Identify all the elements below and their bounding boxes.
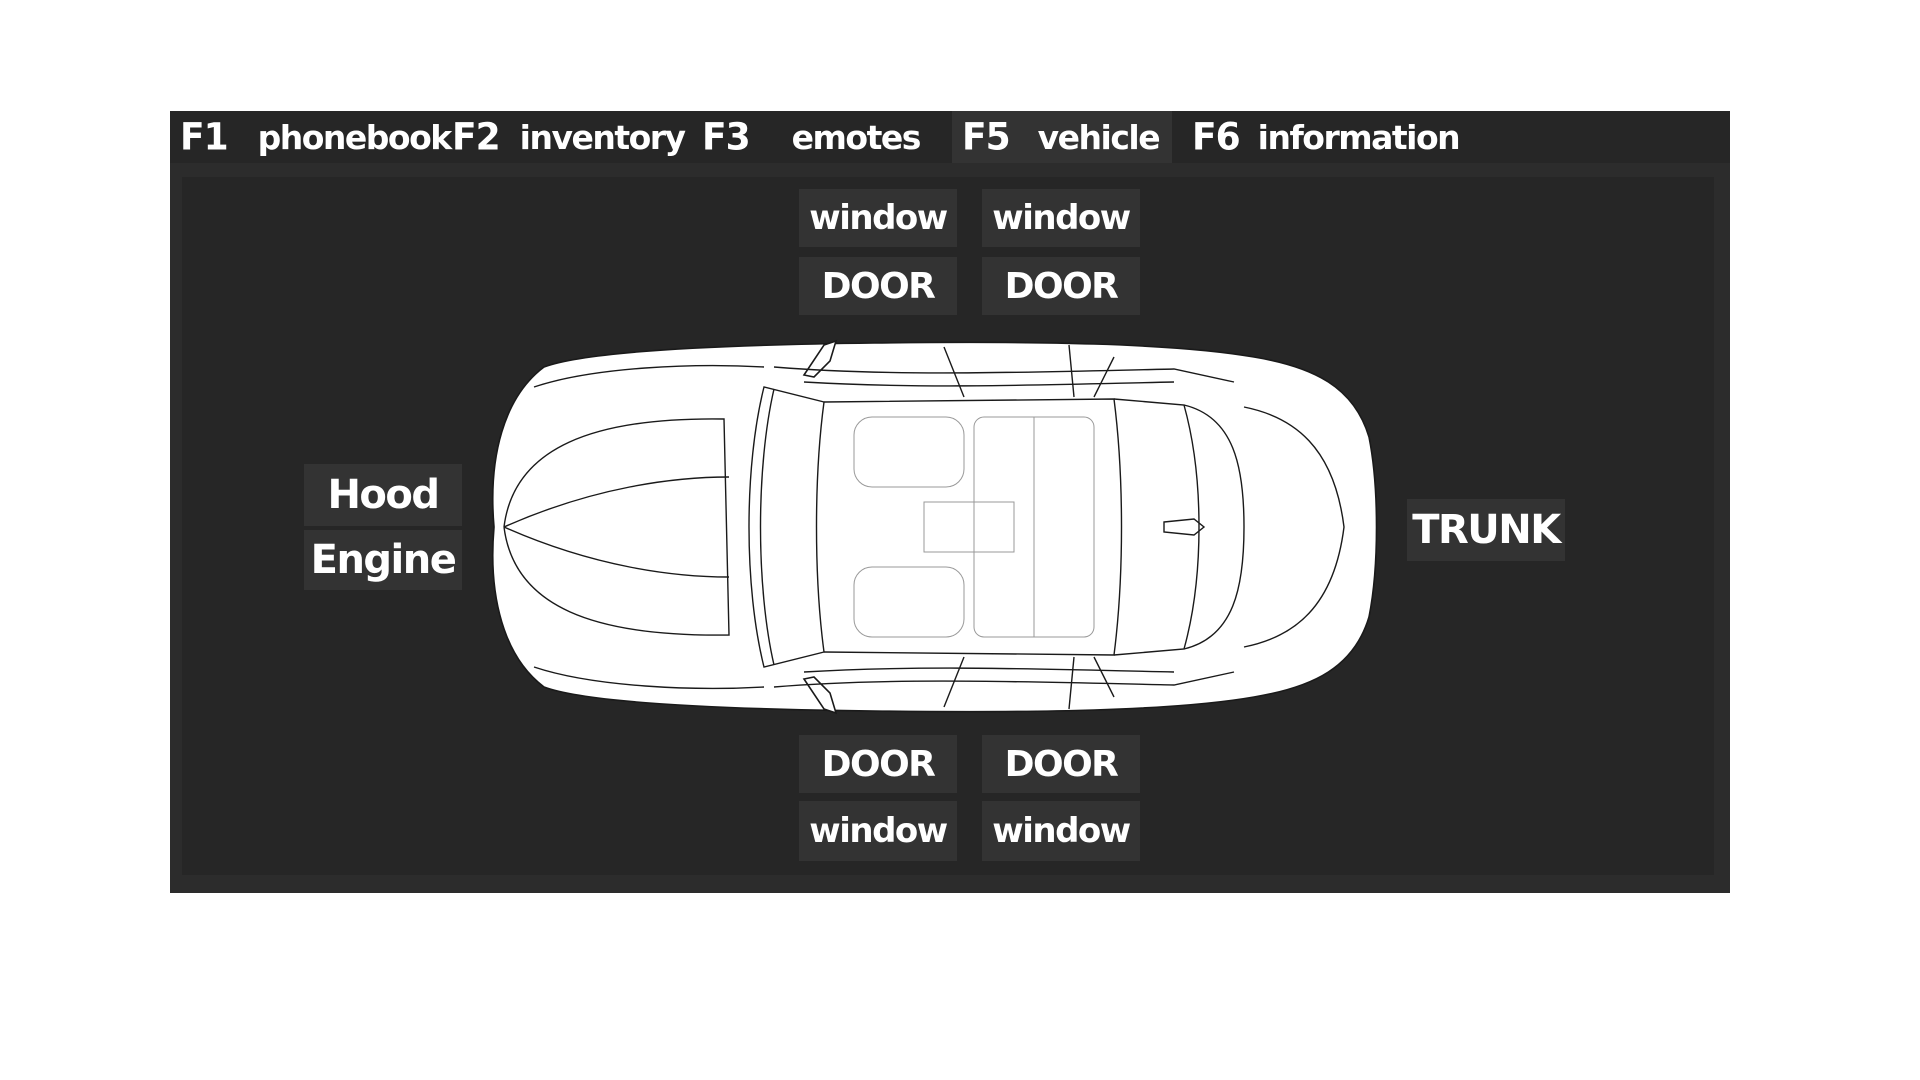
tab-emotes[interactable]: F3 Emotes: [692, 111, 922, 163]
car-top-view-icon: [491, 339, 1378, 715]
rear-right-window-button[interactable]: window: [982, 801, 1140, 861]
tab-bar: F1 Phonebook F2 Inventory F3 Emotes F5 V…: [170, 111, 1730, 163]
rear-left-window-button[interactable]: window: [799, 801, 957, 861]
engine-button[interactable]: Engine: [304, 530, 462, 590]
tab-label-phonebook: Phonebook: [257, 117, 453, 157]
tab-key-f2: F2: [452, 115, 501, 159]
tab-inventory[interactable]: F2 Inventory: [442, 111, 690, 163]
tab-phonebook[interactable]: F1 Phonebook: [170, 111, 452, 163]
hood-button[interactable]: Hood: [304, 464, 462, 526]
tab-information[interactable]: F6 Information: [1182, 111, 1482, 163]
tab-vehicle[interactable]: F5 Vehicle: [952, 111, 1172, 163]
tab-label-emotes: Emotes: [791, 117, 922, 157]
rear-right-door-button[interactable]: DOOR: [982, 735, 1140, 793]
tab-label-information: Information: [1257, 117, 1461, 157]
front-left-window-button[interactable]: window: [799, 189, 957, 247]
tab-label-vehicle: Vehicle: [1037, 117, 1161, 157]
tab-label-inventory: Inventory: [519, 117, 686, 157]
tab-key-f5: F5: [962, 115, 1011, 159]
trunk-button[interactable]: TRUNK: [1407, 499, 1565, 561]
tab-key-f3: F3: [702, 115, 751, 159]
front-right-door-button[interactable]: DOOR: [982, 257, 1140, 315]
tab-key-f1: F1: [180, 115, 229, 159]
rear-left-door-button[interactable]: DOOR: [799, 735, 957, 793]
vehicle-panel: window window DOOR DOOR Hood Engine TRUN…: [182, 177, 1714, 875]
front-right-window-button[interactable]: window: [982, 189, 1140, 247]
front-left-door-button[interactable]: DOOR: [799, 257, 957, 315]
tab-key-f6: F6: [1192, 115, 1241, 159]
vehicle-menu-window: F1 Phonebook F2 Inventory F3 Emotes F5 V…: [170, 111, 1730, 893]
